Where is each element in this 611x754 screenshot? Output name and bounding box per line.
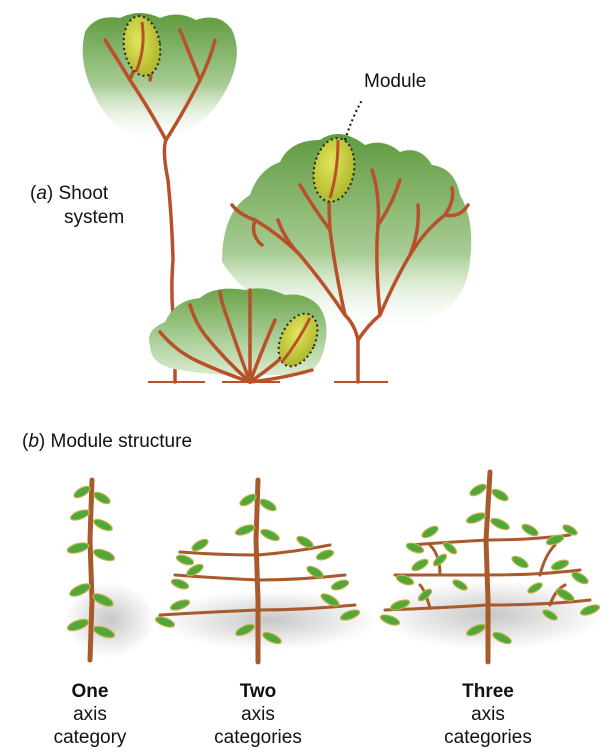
plant2-caption-line3: categories: [188, 726, 328, 749]
plant3-caption-count: Three: [418, 680, 558, 703]
panel-a-label-line1: Shoot: [59, 183, 109, 204]
panel-a-label: (a) Shoot: [30, 182, 108, 205]
panel-b-label-text: Module structure: [51, 431, 193, 452]
module-pointer-line: [345, 100, 362, 140]
tall-shoot-canopy: [83, 13, 237, 144]
plant3-caption-line3: categories: [418, 726, 558, 749]
plant3-caption-line2: axis: [418, 703, 558, 726]
plant1-caption-line2: axis: [20, 703, 160, 726]
plant1-caption-line3: category: [20, 726, 160, 749]
plant2-caption-line2: axis: [188, 703, 328, 726]
panel-b-letter: b: [28, 431, 39, 452]
panel-a-letter: a: [36, 183, 47, 204]
plant2-caption-count: Two: [188, 680, 328, 703]
plant1-stem: [90, 480, 92, 660]
module-label: Module: [364, 70, 426, 93]
plant1-caption-count: One: [20, 680, 160, 703]
panel-a-label-line2: system: [64, 206, 124, 229]
panel-b-label: (b) Module structure: [22, 430, 192, 453]
plant3-caption: Three axis categories: [418, 680, 558, 749]
plant1-caption: One axis category: [20, 680, 160, 749]
plant2-caption: Two axis categories: [188, 680, 328, 749]
